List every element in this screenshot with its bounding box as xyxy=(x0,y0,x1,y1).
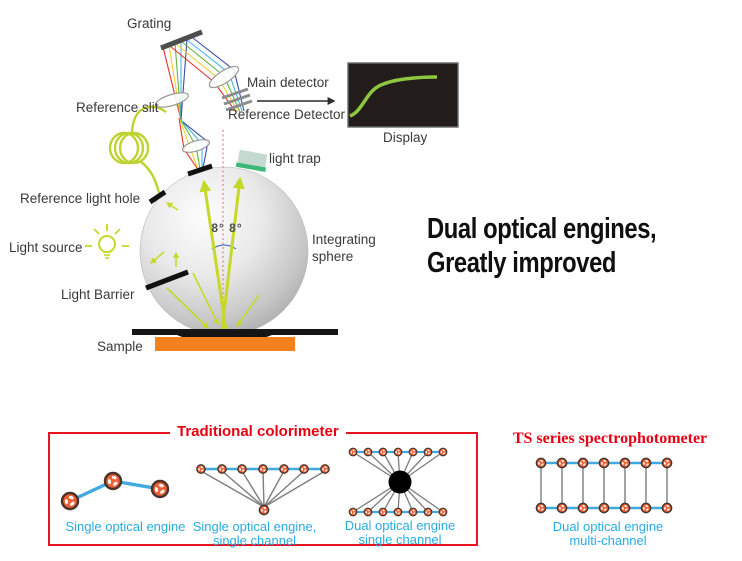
lens-icons xyxy=(155,65,240,153)
label-main-detector: Main detector xyxy=(247,75,329,90)
label-sample: Sample xyxy=(97,339,143,354)
headline-line1: Dual optical engines, xyxy=(427,213,657,245)
label-reference-light-hole: Reference light hole xyxy=(20,191,141,206)
label-grating: Grating xyxy=(127,16,172,31)
ts-series-title: TS series spectrophotometer xyxy=(512,430,708,447)
label-display: Display xyxy=(383,130,428,145)
beam-fan-grating-to-slit xyxy=(162,38,188,121)
caption-line: multi-channel xyxy=(569,532,647,548)
caption-dual-engine-single-channel: Dual optical engine single channel xyxy=(330,519,470,546)
light-trap-icon xyxy=(235,149,268,172)
caption-line: single channel xyxy=(212,532,297,548)
reference-light-hole-port xyxy=(148,189,167,205)
caption-line: Dual optical engine xyxy=(344,518,456,533)
diagram-single-optical-engine xyxy=(60,471,170,511)
caption-line: Single optical engine, xyxy=(192,519,317,534)
display-screen xyxy=(347,62,459,128)
caption-dual-engine-multi-channel: Dual optical engine multi-channel xyxy=(537,520,679,547)
sphere-entry-port xyxy=(187,163,213,177)
light-barrier-bar xyxy=(145,269,189,291)
grating-bar xyxy=(160,29,203,51)
headline-line2: Greatly improved xyxy=(427,247,617,279)
single-channel-hub xyxy=(388,470,412,494)
caption-single-engine-single-channel: Single optical engine, single channel xyxy=(182,520,327,547)
fiber-coil xyxy=(108,105,167,194)
diagram-dual-engine-single-channel xyxy=(348,447,448,517)
label-reference-detector: Reference Detector xyxy=(228,107,346,122)
label-light-barrier: Light Barrier xyxy=(61,287,135,302)
detector-stack xyxy=(221,87,253,112)
label-geometry-angle: 8° 8° xyxy=(211,221,243,235)
traditional-colorimeter-title: Traditional colorimeter xyxy=(170,423,346,440)
caption-line: Dual optical engine xyxy=(552,519,664,534)
diagram-single-engine-single-channel xyxy=(196,464,330,516)
caption-line: single channel xyxy=(358,531,442,547)
light-source-icon xyxy=(85,224,129,259)
label-light-source: Light source xyxy=(9,240,83,255)
label-reference-slit: Reference slit xyxy=(76,100,159,115)
headline: Dual optical engines, Greatly improved xyxy=(427,212,657,280)
diagram-dual-engine-multi-channel xyxy=(535,457,673,514)
sample-bar xyxy=(155,337,295,351)
integrating-sphere-graphic xyxy=(139,130,309,336)
label-integrating-sphere: Integrating sphere xyxy=(312,232,376,264)
label-light-trap: light trap xyxy=(269,151,321,166)
sphere-port-lens xyxy=(181,139,211,153)
beam-arrows xyxy=(150,176,260,331)
reference-slit-lens xyxy=(155,92,189,108)
display-curve xyxy=(349,75,438,118)
caption-single-optical-engine: Single optical engine xyxy=(65,519,186,534)
detector-lens xyxy=(208,65,240,89)
